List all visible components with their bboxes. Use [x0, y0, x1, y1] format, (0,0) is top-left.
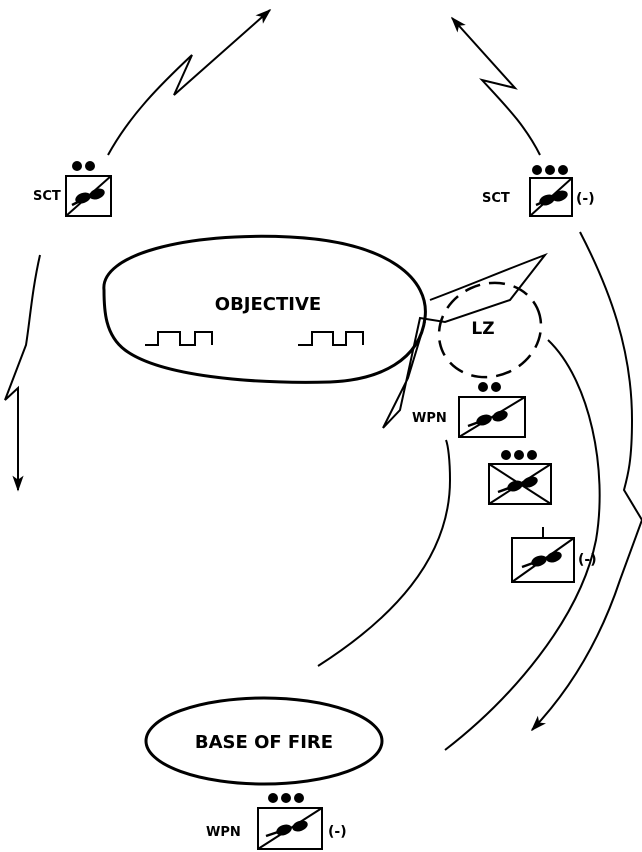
- weapons-base-unit: WPN (-): [206, 793, 347, 850]
- cavalry-icon: [467, 410, 508, 428]
- cavalry-icon: [497, 476, 538, 494]
- scout-left-route-north: [107, 8, 272, 156]
- objective-label: OBJECTIVE: [215, 294, 321, 315]
- platoon-unit: (-): [511, 527, 597, 583]
- assault-route-inner: [444, 339, 601, 751]
- base-of-fire-label: BASE OF FIRE: [195, 732, 333, 753]
- scout-right-route-north: [450, 16, 541, 156]
- main-route-east: [530, 231, 642, 732]
- scout-left-route-south: [4, 254, 41, 492]
- weapons-base-suffix: (-): [328, 824, 347, 840]
- scout-right-unit: SCT (-): [482, 165, 595, 217]
- enemy-position-left: [145, 331, 213, 346]
- scout-right-suffix: (-): [576, 191, 595, 207]
- base-of-fire-area: BASE OF FIRE: [144, 696, 384, 786]
- lz-label: LZ: [471, 319, 494, 339]
- company-unit: [488, 450, 552, 505]
- landing-zone: LZ: [437, 281, 543, 379]
- cavalry-icon: [71, 188, 105, 207]
- weapons-lz-unit: WPN: [412, 382, 526, 438]
- weapons-approach-route: [317, 439, 452, 667]
- scout-right-label: SCT: [482, 191, 510, 206]
- enemy-position-right: [298, 331, 364, 346]
- objective-area: OBJECTIVE: [102, 234, 427, 384]
- platoon-suffix: (-): [578, 552, 597, 568]
- cavalry-icon: [521, 551, 562, 569]
- scout-left-unit: SCT: [33, 161, 112, 217]
- weapons-base-label: WPN: [206, 825, 241, 840]
- cavalry-icon: [535, 190, 568, 207]
- lz-lightning-approach: [382, 252, 548, 429]
- scout-left-label: SCT: [33, 189, 61, 204]
- cavalry-icon: [265, 820, 308, 838]
- weapons-lz-label: WPN: [412, 411, 447, 426]
